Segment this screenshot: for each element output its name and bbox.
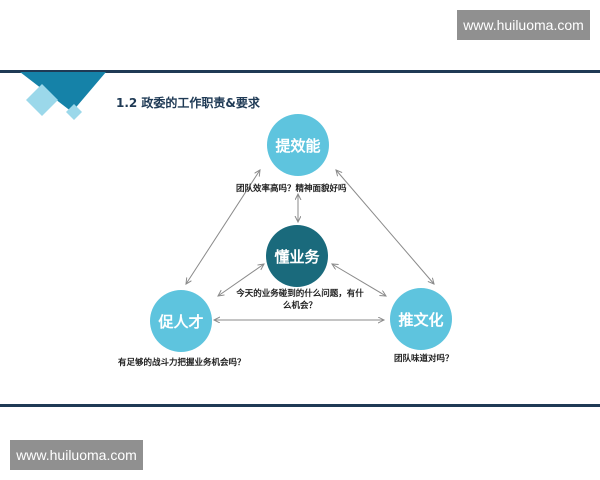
node-efficiency: 提效能 — [267, 114, 329, 176]
node-culture: 推文化 — [390, 288, 452, 350]
caption-efficiency: 团队效率高吗？精神面貌好吗 — [236, 184, 347, 194]
header-rule — [0, 70, 600, 73]
watermark-top: www.huiluoma.com — [457, 10, 590, 40]
node-business: 懂业务 — [266, 225, 328, 287]
slide-title: 1.2 政委的工作职责&要求 — [116, 96, 260, 110]
corner-triangle-dark — [20, 72, 106, 112]
caption-culture: 团队味道对吗？ — [394, 354, 454, 364]
caption-talent: 有足够的战斗力把握业务机会吗？ — [118, 358, 246, 368]
caption-business: 今天的业务碰到的什么问题，有什么机会？ — [236, 289, 364, 311]
arrow-center-left — [218, 264, 264, 296]
arrow-top-right — [336, 170, 434, 284]
footer-rule — [0, 404, 600, 407]
corner-diamond-small — [66, 104, 82, 120]
arrow-center-right — [332, 264, 386, 296]
arrow-top-left — [186, 170, 260, 284]
node-talent: 促人才 — [150, 290, 212, 352]
watermark-bottom: www.huiluoma.com — [10, 440, 143, 470]
corner-diamond-light — [26, 84, 58, 116]
